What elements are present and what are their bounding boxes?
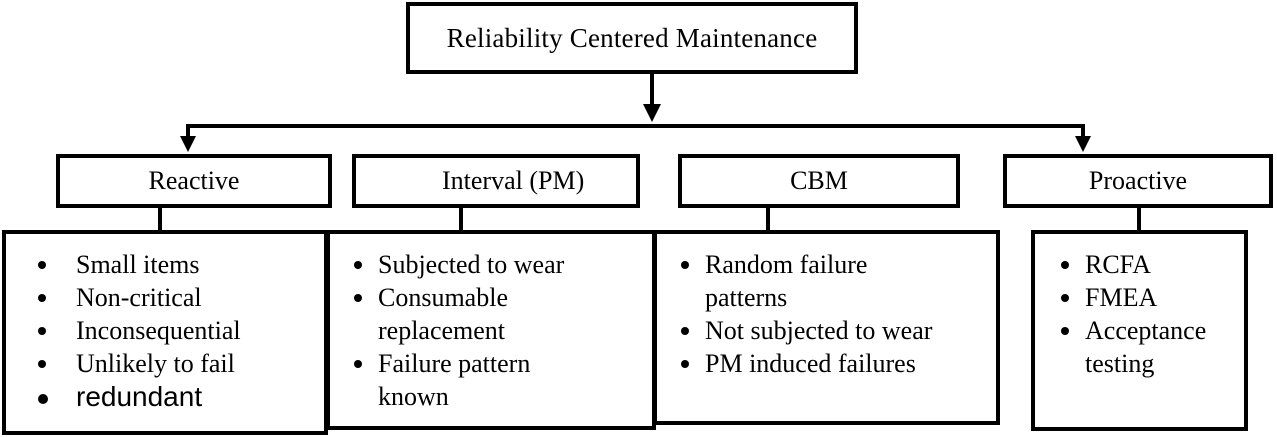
category-label-interval: Interval (PM) — [442, 166, 585, 195]
category-box-cbm: CBM — [678, 154, 960, 208]
list-item: Failure pattern known — [352, 347, 578, 413]
list-item: Unlikely to fail — [30, 347, 324, 380]
title-arrowhead — [643, 104, 661, 122]
category-box-reactive: Reactive — [56, 154, 332, 208]
list-item: redundant — [30, 380, 324, 413]
list-item: PM induced failures — [679, 347, 986, 380]
list-item: Random failure patterns — [679, 248, 925, 314]
proactive-arrowhead — [1075, 136, 1091, 152]
category-box-interval: Interval (PM) — [352, 154, 640, 208]
list-item: Not subjected to wear — [679, 314, 986, 347]
category-box-proactive: Proactive — [1003, 154, 1273, 208]
list-item: Subjected to wear — [352, 248, 642, 281]
list-box-reactive: Small items Non-critical Inconsequential… — [2, 230, 328, 435]
category-label-proactive: Proactive — [1088, 166, 1188, 195]
list-item: Acceptance testing — [1059, 314, 1245, 380]
list-item: RCFA — [1059, 248, 1236, 281]
list-item: Non-critical — [30, 281, 324, 314]
title-box: Reliability Centered Maintenance — [406, 2, 858, 74]
list-box-cbm: Random failure patterns Not subjected to… — [653, 230, 1000, 425]
list-box-proactive: RCFA FMEA Acceptance testing — [1031, 230, 1248, 431]
list-box-interval: Subjected to wear Consumable replacement… — [326, 230, 656, 430]
cbm-list: Random failure patterns Not subjected to… — [679, 248, 986, 380]
list-item: FMEA — [1059, 281, 1236, 314]
proactive-list: RCFA FMEA Acceptance testing — [1059, 248, 1236, 380]
reactive-arrowhead — [180, 136, 196, 152]
reactive-list: Small items Non-critical Inconsequential… — [30, 248, 324, 413]
list-item: Small items — [30, 248, 324, 281]
interval-list: Subjected to wear Consumable replacement… — [352, 248, 642, 413]
category-label-cbm: CBM — [790, 166, 848, 195]
title-text: Reliability Centered Maintenance — [446, 22, 818, 53]
category-label-reactive: Reactive — [148, 166, 240, 195]
list-item: Consumable replacement — [352, 281, 578, 347]
list-item: Inconsequential — [30, 314, 324, 347]
